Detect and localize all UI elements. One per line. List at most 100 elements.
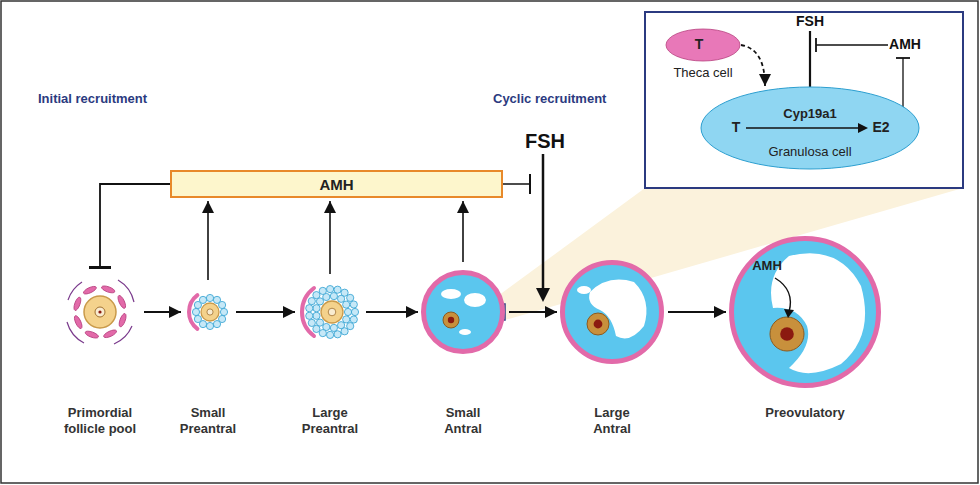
drawing-part bbox=[98, 310, 101, 313]
drawing-part bbox=[328, 308, 336, 316]
drawing-part bbox=[118, 280, 134, 302]
phase-label: Initial recruitment bbox=[38, 92, 147, 106]
drawing-part bbox=[563, 263, 662, 362]
drawing-part bbox=[220, 308, 227, 315]
drawing-part bbox=[424, 273, 503, 352]
cell-shape: TTheca cell bbox=[665, 28, 741, 62]
drawing-part bbox=[319, 330, 326, 337]
drawing-part bbox=[771, 253, 865, 373]
zoom-funnel bbox=[487, 188, 963, 320]
drawing-part bbox=[206, 294, 213, 301]
drawing-part bbox=[577, 286, 591, 294]
drawing-part bbox=[587, 313, 609, 335]
arrow-connector bbox=[236, 311, 295, 313]
follicle: Small Antral bbox=[421, 270, 505, 354]
drawing-part bbox=[189, 295, 197, 329]
phase-label: Cyclic recruitment bbox=[493, 92, 606, 106]
drawing-part bbox=[321, 301, 343, 323]
drawing-part bbox=[68, 282, 82, 300]
drawing-part bbox=[343, 301, 350, 308]
drawing-part bbox=[448, 317, 454, 323]
cell-shape: T Cyp19a1E2Granulosa cell bbox=[700, 86, 920, 170]
follicle: Large Preantral bbox=[298, 282, 362, 342]
drawing-part bbox=[101, 285, 116, 295]
drawing-part bbox=[194, 315, 201, 322]
drawing-part bbox=[351, 308, 358, 315]
drawing-part bbox=[206, 322, 213, 329]
drawing-part bbox=[213, 321, 220, 328]
drawing-part bbox=[780, 327, 794, 341]
stage-label: Primordial follicle pool bbox=[53, 405, 148, 436]
hormone-label: FSH bbox=[796, 14, 824, 29]
inhibition-bar bbox=[896, 57, 910, 59]
drawing-part bbox=[770, 317, 804, 351]
drawing-part bbox=[73, 315, 84, 330]
node-text: T bbox=[732, 120, 741, 135]
drawing-part bbox=[341, 289, 348, 296]
follicle: Primordial follicle pool bbox=[60, 272, 140, 352]
inhibition-connector bbox=[100, 184, 170, 268]
drawing-part bbox=[84, 330, 99, 340]
inset-box bbox=[645, 12, 963, 188]
drawing-part bbox=[73, 296, 83, 311]
arrow-connector bbox=[144, 311, 181, 313]
illustration bbox=[729, 236, 881, 388]
drawing-part bbox=[330, 324, 337, 331]
drawing-part bbox=[347, 323, 354, 330]
arrow-connector bbox=[366, 311, 418, 313]
drawing-part bbox=[192, 308, 199, 315]
follicle: Small Preantral bbox=[184, 288, 232, 336]
node-text: E2 bbox=[872, 120, 889, 135]
node-text: Cyp19a1 bbox=[783, 107, 836, 121]
drawing-part bbox=[350, 301, 357, 308]
follicle: Large Antral bbox=[560, 260, 664, 364]
drawing-part bbox=[207, 309, 213, 315]
hormone-label: FSH bbox=[525, 130, 565, 152]
stage-label: Large Antral bbox=[577, 405, 647, 436]
node-text: AMH bbox=[172, 172, 501, 196]
drawing-part bbox=[347, 294, 354, 301]
drawing-part bbox=[343, 316, 350, 323]
drawing-part bbox=[201, 303, 219, 321]
drawing-part bbox=[327, 286, 334, 293]
stage-label: Small Antral bbox=[427, 405, 499, 436]
node-text: AMH bbox=[752, 259, 782, 273]
drawing-part bbox=[306, 305, 313, 312]
drawing-part bbox=[116, 294, 127, 309]
arrow-connector bbox=[207, 201, 209, 280]
drawing-part bbox=[82, 285, 97, 296]
drawing-part bbox=[313, 312, 320, 319]
stage-label: Small Preantral bbox=[171, 405, 246, 436]
illustration bbox=[184, 288, 232, 336]
drawing-part bbox=[341, 328, 348, 335]
drawing-part bbox=[459, 329, 471, 335]
drawing-part bbox=[443, 312, 459, 328]
drawing-part bbox=[302, 288, 314, 336]
drawing-part bbox=[858, 123, 868, 133]
drawing-part bbox=[350, 316, 357, 323]
illustration bbox=[298, 282, 362, 342]
drawing-part bbox=[219, 301, 226, 308]
amh-inset-inhibition bbox=[816, 44, 888, 45]
drawing-part bbox=[308, 298, 315, 305]
node-text: Granulosa cell bbox=[768, 145, 851, 159]
drawing-part bbox=[334, 331, 341, 338]
follicle: AMHPreovulatory bbox=[729, 236, 881, 388]
arrow-connector bbox=[668, 311, 726, 313]
drawing-part bbox=[464, 293, 486, 307]
drawing-part bbox=[199, 296, 206, 303]
node-text: T bbox=[695, 37, 704, 52]
amh-inhibition-line bbox=[503, 183, 530, 185]
drawing-part bbox=[67, 322, 84, 343]
inhibition-bar bbox=[529, 174, 531, 194]
amh-bar: AMH bbox=[170, 170, 503, 198]
drawing-part bbox=[319, 287, 326, 294]
drawing-part bbox=[666, 29, 740, 61]
drawing-part bbox=[330, 293, 337, 300]
drawing-part bbox=[306, 312, 313, 319]
illustration bbox=[60, 272, 140, 352]
drawing-part bbox=[334, 286, 341, 293]
illustration bbox=[560, 260, 664, 364]
drawing-part bbox=[118, 313, 128, 328]
